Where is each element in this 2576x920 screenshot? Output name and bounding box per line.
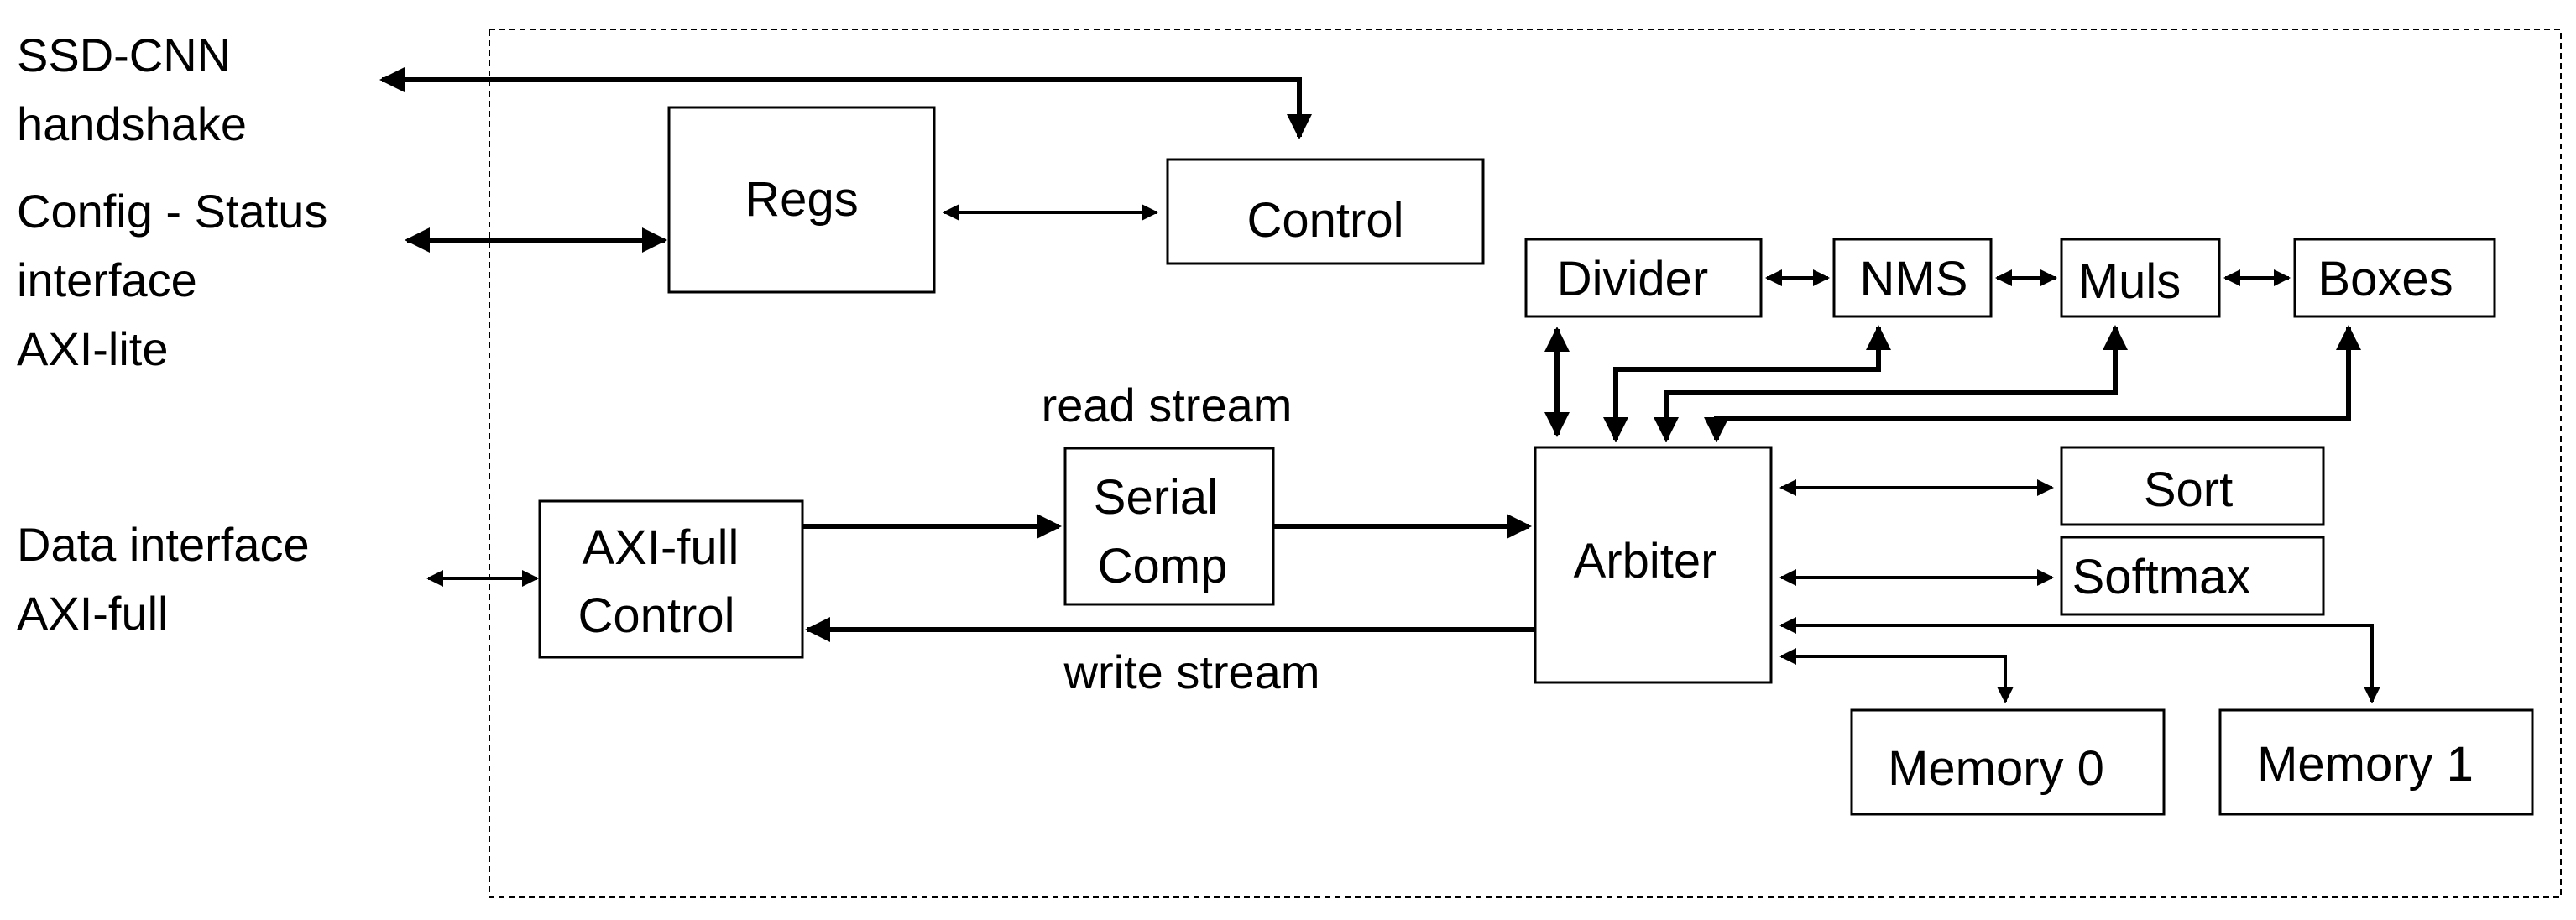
svg-text:Muls: Muls — [2078, 254, 2181, 309]
memory-1-block: Memory 1 — [2218, 708, 2534, 816]
sort-block: Sort — [2060, 446, 2325, 526]
boxes-block: Boxes — [2293, 238, 2496, 318]
serial-comp-block: Serial Comp — [1063, 447, 1275, 606]
arbiter-memory-1-arrow — [1779, 617, 2380, 703]
svg-text:Sort: Sort — [2144, 463, 2233, 517]
arbiter-block: Arbiter — [1534, 446, 1773, 684]
svg-text:Regs: Regs — [745, 172, 858, 227]
write-stream-label: write stream — [1063, 646, 1320, 698]
handshake-arrow — [379, 67, 1312, 139]
arbiter-nms-arrow — [1603, 325, 1891, 442]
accelerator-boundary — [489, 29, 2562, 898]
svg-text:Memory 0: Memory 0 — [1888, 741, 2104, 796]
memory-0-block: Memory 0 — [1850, 708, 2166, 816]
axi-full-control-block: AXI-full Control — [538, 499, 804, 659]
ssd-cnn-handshake-label: SSD-CNN handshake — [17, 29, 247, 150]
svg-text:Arbiter: Arbiter — [1574, 534, 1717, 588]
svg-text:Control: Control — [1247, 193, 1404, 248]
control-block: Control — [1166, 158, 1485, 265]
muls-block: Muls — [2060, 238, 2221, 318]
serial-comp-text: Serial Comp — [1094, 470, 1231, 593]
svg-text:Memory 1: Memory 1 — [2257, 737, 2474, 792]
arbiter-muls-arrow — [1654, 325, 2128, 442]
svg-text:Boxes: Boxes — [2317, 252, 2453, 306]
svg-text:Divider: Divider — [1557, 252, 1709, 306]
divider-block: Divider — [1524, 238, 1763, 318]
arbiter-boxes-arrow — [1704, 325, 2361, 442]
data-interface-label: Data interface AXI-full — [17, 518, 322, 640]
svg-text:NMS: NMS — [1860, 252, 1968, 306]
axi-full-control-text: AXI-full Control — [578, 520, 753, 643]
svg-text:Softmax: Softmax — [2072, 550, 2251, 604]
read-stream-label: read stream — [1042, 379, 1293, 431]
softmax-block: Softmax — [2060, 536, 2325, 616]
arbiter-memory-0-arrow — [1779, 648, 2014, 703]
config-status-interface-label: Config - Status interface AXI-lite — [17, 185, 341, 375]
nms-block: NMS — [1832, 238, 1993, 318]
regs-block: Regs — [667, 106, 936, 294]
